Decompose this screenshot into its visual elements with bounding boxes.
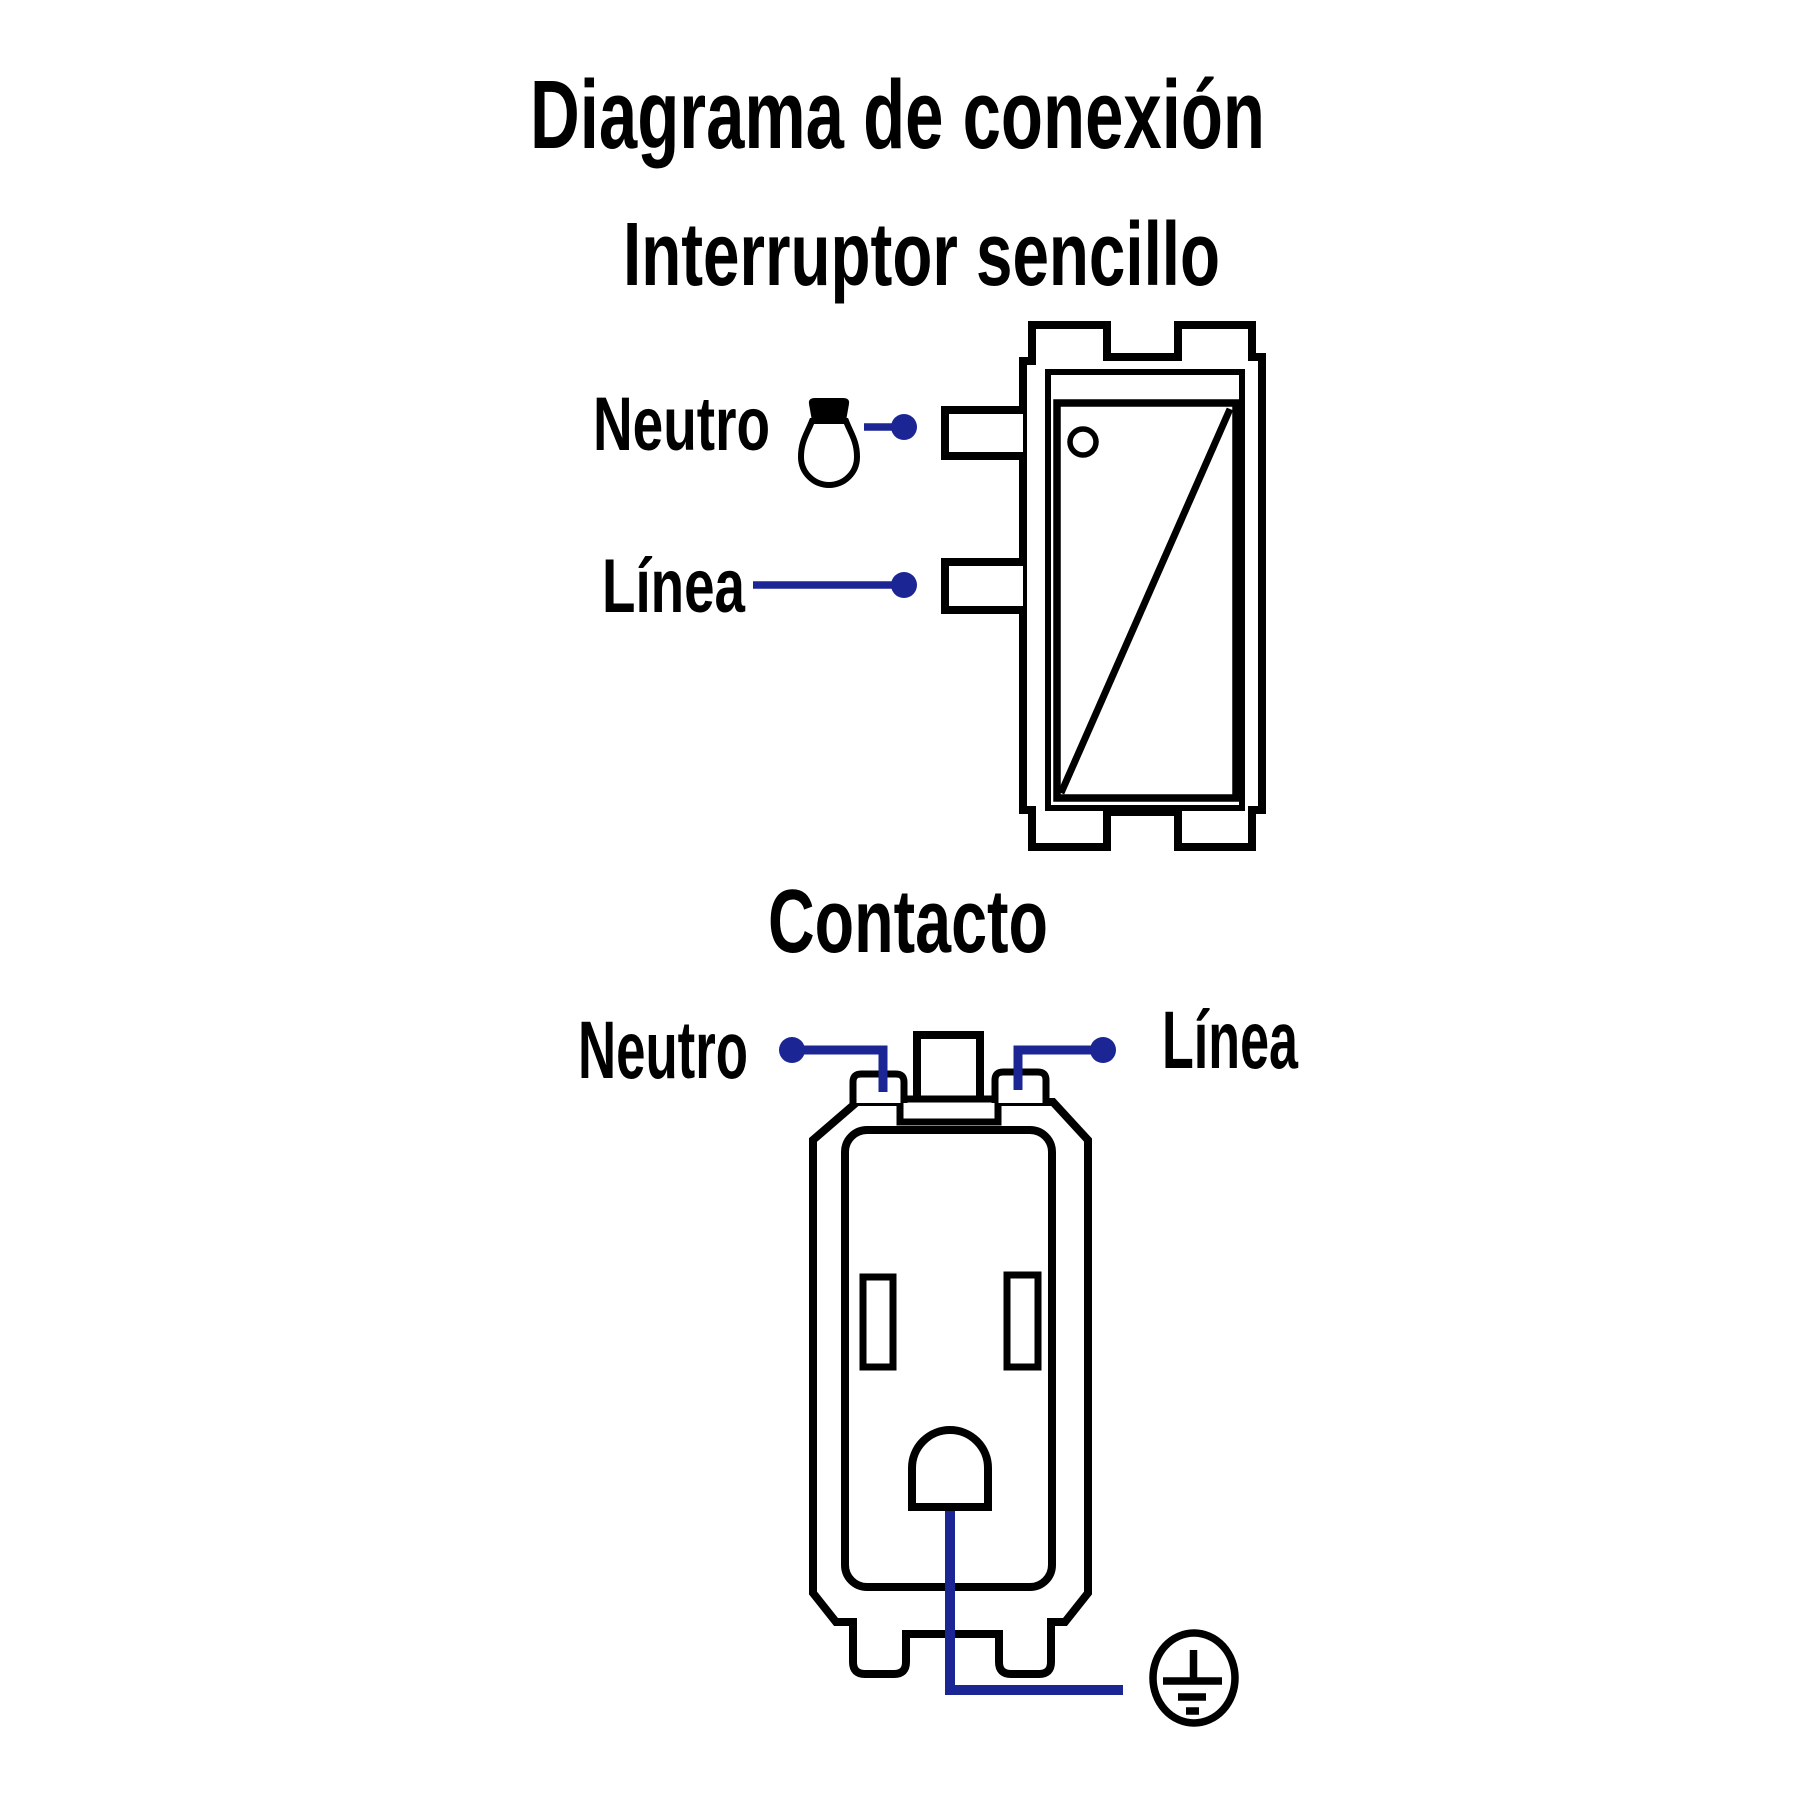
light-bulb-icon [797, 398, 861, 488]
switch-rocker [1053, 399, 1240, 802]
outlet-neutral-label: Neutro [578, 1005, 748, 1096]
outlet-neutral-wire-dot [779, 1037, 805, 1063]
outlet-line-label: Línea [1162, 995, 1299, 1086]
switch-rocker-diagonal [1057, 407, 1234, 795]
switch-neutral-wire-dot [891, 414, 917, 440]
outlet-ground-hole [908, 1426, 992, 1511]
page-title: Diagrama de conexión [530, 60, 1265, 169]
switch-neutral-label: Neutro [593, 382, 770, 467]
outlet-mounting-tab [913, 1031, 984, 1105]
outlet-line-wire-dot [1090, 1037, 1116, 1063]
outlet-body [809, 1098, 1092, 1678]
switch-diagram: Neutro Línea [593, 321, 1266, 851]
outlet-slot-right [1003, 1271, 1042, 1371]
switch-frame [1045, 369, 1245, 811]
outlet-neutral-wire [792, 1045, 888, 1092]
earth-ground-icon [1149, 1629, 1239, 1727]
switch-line-wire-dot [891, 572, 917, 598]
switch-indicator-dot [1067, 426, 1099, 458]
outlet-terminal-plate [896, 1095, 1002, 1126]
outlet-slot-left [859, 1273, 897, 1371]
ground-wire [945, 1498, 1123, 1695]
switch-line-label: Línea [602, 544, 746, 629]
switch-section-heading: Interruptor sencillo [623, 205, 1220, 305]
bulb-base [808, 398, 850, 421]
switch-terminal-bottom [941, 558, 1023, 614]
bulb-glass [797, 418, 861, 488]
switch-terminal-top [941, 406, 1023, 460]
outlet-line-wire [1013, 1045, 1103, 1090]
outlet-section-heading: Contacto [768, 872, 1048, 972]
ground-circle [1149, 1629, 1239, 1727]
outlet-diagram: Neutro Línea [578, 995, 1299, 1727]
